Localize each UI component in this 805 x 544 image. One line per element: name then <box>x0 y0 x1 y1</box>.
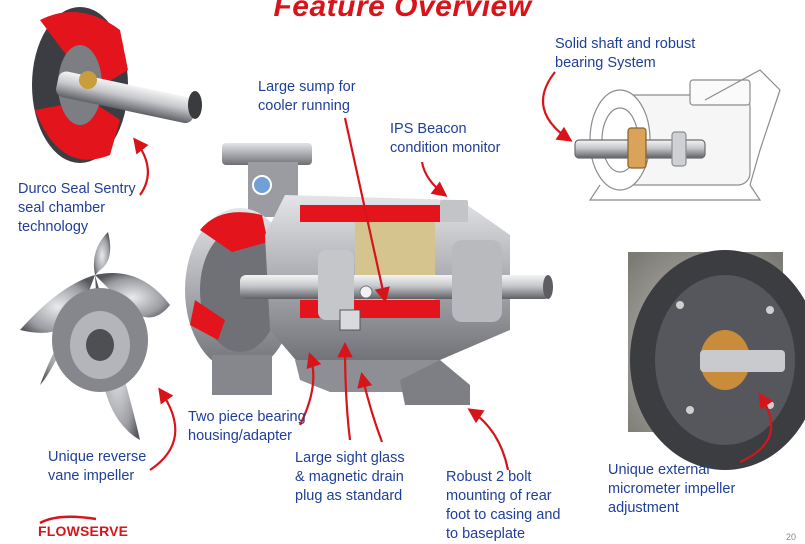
label-bolt: Robust 2 bolt mounting of rear foot to c… <box>446 468 560 544</box>
slide-title: Feature Overview <box>273 0 532 23</box>
flowserve-swoosh-icon <box>39 515 97 525</box>
label-micrometer-line-3: adjustment <box>608 500 679 516</box>
label-seal: Durco Seal Sentry seal chamber technolog… <box>18 180 136 237</box>
arrow-sight-glass-2 <box>357 371 384 443</box>
label-sump-line-2: cooler running <box>258 98 350 114</box>
arrow-seal <box>133 137 149 196</box>
arrow-sump <box>343 117 390 304</box>
label-micrometer-line-2: micrometer impeller <box>608 481 736 497</box>
callout-arrows <box>133 71 774 471</box>
label-seal-line-3: technology <box>18 219 89 235</box>
label-impeller-line-2: vane impeller <box>48 468 135 484</box>
label-bolt-line-1: Robust 2 bolt <box>446 469 532 485</box>
label-shaft-line-1: Solid shaft and robust <box>555 36 696 52</box>
label-beacon-line-2: condition monitor <box>390 140 501 156</box>
label-shaft: Solid shaft and robust bearing System <box>555 35 695 73</box>
impeller-image <box>20 232 170 440</box>
label-seal-line-2: seal chamber <box>18 200 106 216</box>
label-sight-glass: Large sight glass & magnetic drain plug … <box>295 449 405 506</box>
label-bolt-line-4: to baseplate <box>446 526 526 542</box>
label-impeller-line-1: Unique reverse <box>48 449 147 465</box>
micrometer-photo <box>628 250 805 470</box>
arrow-sight-glass-1 <box>337 341 353 441</box>
label-bearing-housing-line-1: Two piece bearing <box>188 409 306 425</box>
arrow-micrometer <box>739 392 774 464</box>
flowserve-logo: FLOWSERVE <box>38 523 129 539</box>
label-impeller: Unique reverse vane impeller <box>48 448 146 486</box>
arrow-bolt <box>467 408 510 471</box>
label-bolt-line-2: mounting of rear <box>446 488 552 504</box>
seal-chamber-image <box>32 7 202 163</box>
arrow-shaft <box>541 71 573 142</box>
label-beacon: IPS Beacon condition monitor <box>390 120 500 158</box>
label-seal-line-1: Durco Seal Sentry <box>18 181 136 197</box>
label-bearing-housing: Two piece bearing housing/adapter <box>188 408 306 446</box>
arrow-beacon <box>420 161 448 197</box>
page-number: 20 <box>786 532 797 542</box>
label-beacon-line-1: IPS Beacon <box>390 121 467 137</box>
label-bearing-housing-line-2: housing/adapter <box>188 428 292 444</box>
label-sump: Large sump for cooler running <box>258 78 356 116</box>
pump-cutaway-image <box>185 143 553 405</box>
label-sump-line-1: Large sump for <box>258 79 356 95</box>
label-sight-glass-line-1: Large sight glass <box>295 450 405 466</box>
label-sight-glass-line-2: & magnetic drain <box>295 469 404 485</box>
label-micrometer: Unique external micrometer impeller adju… <box>608 461 735 518</box>
label-sight-glass-line-3: plug as standard <box>295 488 403 504</box>
arrow-impeller <box>149 387 177 471</box>
label-micrometer-line-1: Unique external <box>608 462 710 478</box>
arrow-bearing <box>299 352 322 426</box>
label-shaft-line-2: bearing System <box>555 55 656 71</box>
bearing-system-image <box>574 69 781 201</box>
label-bolt-line-3: foot to casing and <box>446 507 561 523</box>
